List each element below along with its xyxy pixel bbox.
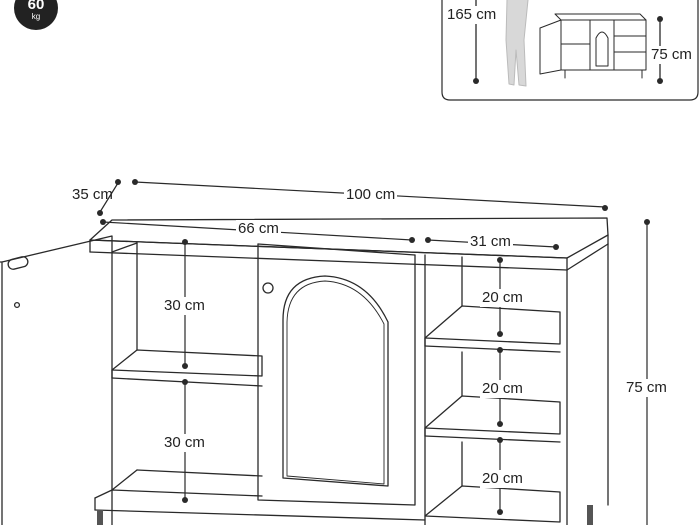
depth-label: 35 cm	[72, 186, 113, 203]
right-shelf-3-label: 20 cm	[480, 470, 525, 488]
total-height-label: 75 cm	[624, 379, 669, 397]
person-silhouette	[505, 0, 529, 87]
arched-door	[257, 243, 416, 506]
person-height-label: 165 cm	[445, 6, 499, 24]
right-shelving	[424, 254, 561, 525]
main-cabinet	[0, 217, 609, 525]
right-shelf-1-label: 20 cm	[480, 289, 525, 307]
left-middle-shelf	[111, 349, 263, 377]
left-lower-shelf-label: 30 cm	[162, 434, 207, 452]
inset-cabinet-height-label: 75 cm	[649, 46, 694, 64]
left-section-width-label: 66 cm	[236, 220, 281, 238]
cabinet-top	[89, 217, 609, 259]
left-upper-shelf-label: 30 cm	[162, 297, 207, 315]
load-weight: 60	[27, 0, 45, 13]
mini-cabinet	[539, 13, 647, 79]
right-section-width-label: 31 cm	[468, 233, 513, 251]
scale-inset	[441, 0, 699, 101]
left-door	[1, 235, 113, 525]
load-unit: kg	[31, 12, 41, 21]
right-shelf-2-label: 20 cm	[480, 380, 525, 398]
width-label: 100 cm	[344, 186, 398, 204]
load-capacity-badge: 60 kg	[14, 0, 58, 30]
